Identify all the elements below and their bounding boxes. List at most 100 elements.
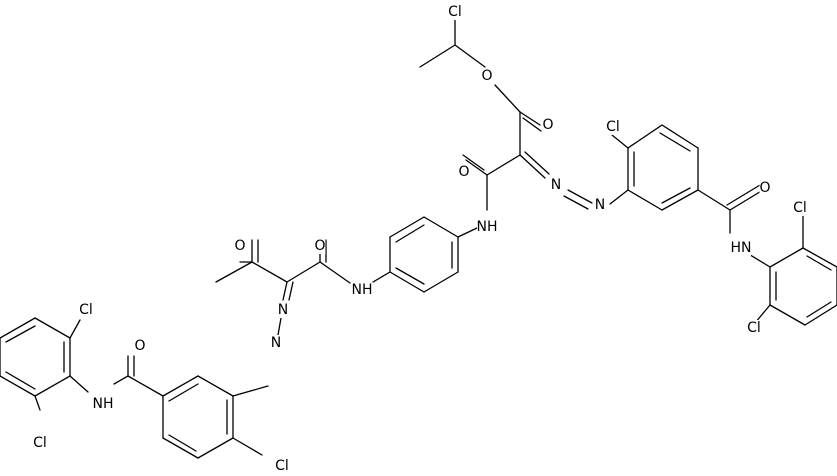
svg-text:O: O [234,238,245,254]
bond-73 [168,434,197,452]
svg-text:O: O [759,180,770,196]
svg-text:O: O [134,338,145,354]
bond-6 [522,117,542,132]
atom-cl-right-lower: Cl [744,320,764,336]
svg-text:Cl: Cl [747,320,761,336]
svg-text:NH: NH [352,282,373,298]
atom-cl-ring-left: Cl [272,458,292,474]
bond-61 [215,261,253,283]
svg-text:NH: NH [477,219,498,235]
bond-35 [769,304,806,326]
bond-44 [423,271,459,293]
bond-76 [127,375,164,397]
atom-cl-left-lower: Cl [30,435,50,451]
svg-text:NH: NH [93,396,114,412]
atom-n-azo-top-2: N [594,197,606,213]
bond-21 [627,189,663,211]
bonds [0,19,837,459]
bond-0 [419,44,456,68]
atom-nh-top: NH [477,219,498,235]
bond-89 [5,371,36,390]
bond-42 [457,227,478,238]
bond-71 [197,375,234,397]
bond-75 [232,437,263,456]
bond-5 [519,111,541,126]
bond-90 [69,319,81,339]
svg-text:O: O [314,238,325,254]
bond-9 [462,154,485,171]
atom-o-amide-lower: O [134,338,146,354]
bond-50 [395,267,425,285]
bond-18 [661,124,699,149]
bond-91 [34,395,41,411]
bond-26 [697,189,731,211]
atom-n-azo-top-1: N [550,177,562,193]
svg-text:N: N [278,302,288,318]
atom-cl-left-upper: Cl [76,302,96,318]
bond-34 [804,304,837,326]
atom-o-ketone-left: O [234,238,246,254]
bond-84 [0,317,36,339]
bond-65 [232,385,269,397]
svg-text:N: N [271,335,281,351]
bond-56 [286,261,321,283]
bond-23 [661,187,691,204]
atom-hn-right: HN [731,240,752,256]
bond-38 [806,255,832,271]
svg-text:N: N [551,177,561,193]
bond-12 [524,151,550,175]
bond-2 [454,44,486,68]
bond-3 [494,84,521,113]
bond-11 [519,154,546,179]
atom-o-ketone-top: O [542,117,554,133]
bond-81 [34,375,71,397]
bond-27 [729,189,764,211]
atom-nh-lower: NH [93,396,114,412]
bond-68 [162,437,199,459]
svg-text:Cl: Cl [793,200,807,216]
bond-48 [423,216,459,238]
svg-text:Cl: Cl [606,119,620,135]
bond-63 [288,281,294,301]
bond-70 [162,375,199,397]
svg-text:Cl: Cl [275,458,289,474]
bond-82 [0,375,36,397]
atom-o-amide-left: O [314,238,326,254]
atom-n-azo-left-2: N [270,335,282,351]
atom-cl-right-upper: Cl [790,200,810,216]
svg-text:N: N [595,197,605,213]
atom-cl-chloroethyl: Cl [445,4,465,20]
bond-62 [282,281,288,301]
atom-nh-left: NH [352,282,373,298]
bond-74 [168,383,199,402]
bond-25 [611,134,629,149]
atom-o-amide-right: O [759,180,771,196]
svg-text:O: O [458,164,469,180]
bond-47 [389,216,425,238]
atom-cl-ring-top: Cl [603,119,623,135]
bond-28 [726,184,761,206]
bond-8 [465,159,488,176]
bond-52 [372,271,391,283]
svg-text:O: O [542,117,553,133]
bond-7 [486,154,521,176]
bond-85 [34,317,71,339]
bond-57 [251,261,288,283]
svg-text:Cl: Cl [79,302,93,318]
bond-13 [567,189,593,204]
svg-text:Cl: Cl [33,435,47,451]
atom-n-azo-left-1: N [277,302,289,318]
atom-o-amide-top: O [458,164,470,180]
bond-53 [319,261,351,284]
svg-text:Cl: Cl [448,4,462,20]
bond-22 [659,132,691,152]
bond-45 [389,271,425,293]
bond-31 [769,247,804,268]
bond-15 [609,189,629,205]
bond-64 [277,317,282,336]
svg-text:HN: HN [731,240,752,256]
bond-32 [802,247,837,268]
bond-67 [197,437,234,459]
